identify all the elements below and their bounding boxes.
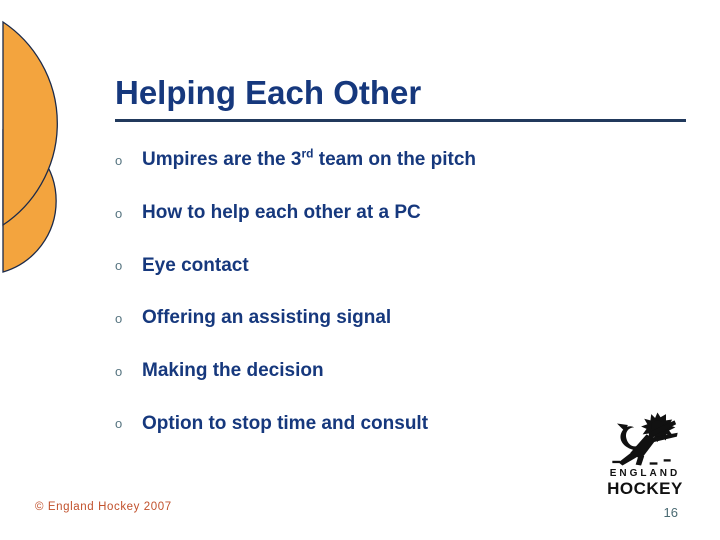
list-item: o Offering an assisting signal (115, 292, 675, 345)
bullet-icon: o (115, 310, 123, 326)
bullet-list: o Umpires are the 3rd team on the pitch … (115, 134, 675, 450)
england-hockey-logo: ENGLAND HOCKEY (597, 411, 693, 498)
bullet-text: How to help each other at a PC (142, 202, 421, 224)
list-item: o Making the decision (115, 345, 675, 398)
bullet-icon: o (115, 416, 123, 432)
bullet-icon: o (115, 205, 123, 221)
list-item: o Umpires are the 3rd team on the pitch (115, 134, 675, 187)
bullet-text: Making the decision (142, 360, 324, 382)
slide-title: Helping Each Other (115, 74, 422, 111)
bullet-text: Option to stop time and consult (142, 412, 429, 434)
bullet-text: Offering an assisting signal (142, 307, 392, 329)
england-hockey-lion-icon (612, 412, 678, 466)
bullet-icon: o (115, 152, 123, 168)
logo-text-hockey: HOCKEY (607, 479, 683, 498)
orange-circle-large (2, 20, 58, 227)
title-underline (115, 119, 686, 122)
bullet-icon: o (115, 363, 123, 379)
bullet-text: Umpires are the 3rd team on the pitch (142, 147, 477, 171)
bullet-icon: o (115, 258, 123, 274)
list-item: o Option to stop time and consult (115, 397, 675, 450)
logo-text-england: ENGLAND (609, 468, 681, 479)
bullet-text: Eye contact (142, 254, 249, 276)
page-number: 16 (663, 505, 678, 520)
list-item: o Eye contact (115, 239, 675, 292)
copyright-text: © England Hockey 2007 (35, 501, 172, 513)
orange-circles-decoration (2, 20, 58, 273)
list-item: o How to help each other at a PC (115, 187, 675, 240)
